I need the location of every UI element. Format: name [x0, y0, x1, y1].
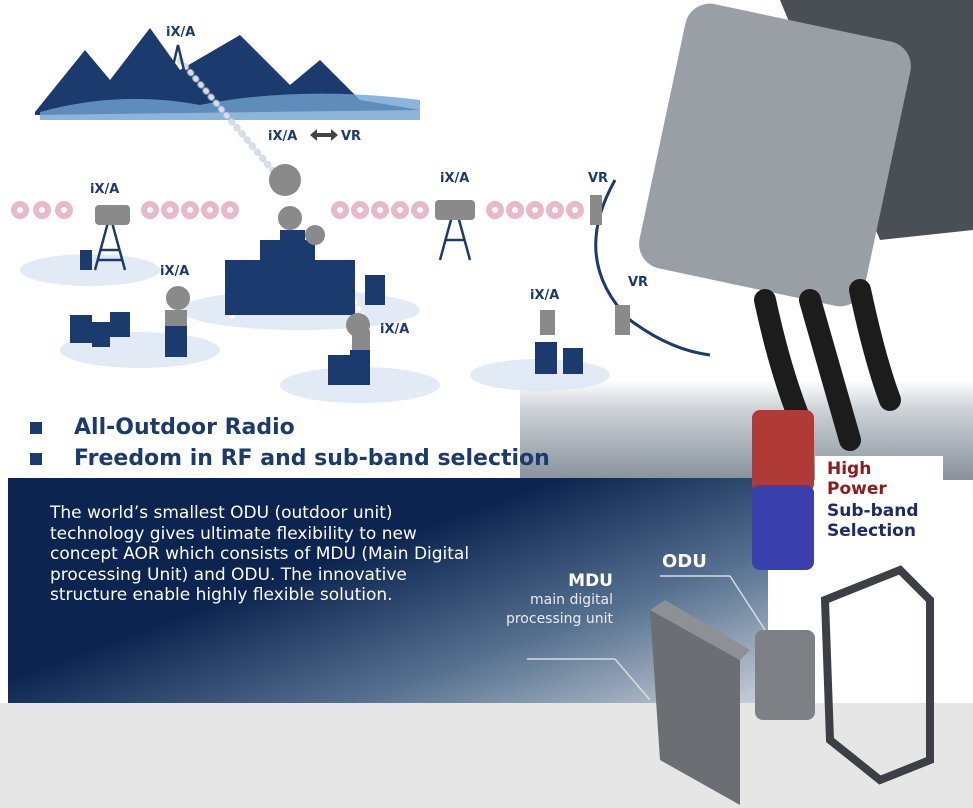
tower-icons — [93, 44, 472, 271]
label-hub-vr: VR — [341, 129, 361, 144]
odu-red — [752, 410, 814, 492]
odu-caption: ODU — [662, 551, 707, 572]
label-right-building-vr: VR — [628, 275, 648, 290]
radio-links — [11, 201, 584, 219]
label-right-vr: VR — [588, 171, 608, 186]
mdu-odu-hardware — [527, 565, 934, 805]
feature-list: All-Outdoor Radio Freedom in RF and sub-… — [30, 412, 550, 474]
label-left-building: iX/A — [160, 264, 189, 279]
mdu-subtitle: main digital processing unit — [505, 592, 613, 627]
description-band — [8, 478, 768, 703]
mdu-title: MDU — [568, 571, 613, 591]
odu-blue — [752, 485, 814, 570]
label-hub: iX/A — [268, 129, 297, 144]
bullet-square-icon — [30, 421, 42, 434]
radio-units — [95, 164, 630, 350]
mdu-caption: MDU main digital processing unit — [500, 572, 613, 629]
sub-band-tag: Sub-band Selection — [815, 498, 943, 544]
high-power-tag: High Power — [815, 456, 943, 502]
label-top-tower: iX/A — [166, 25, 195, 40]
bidirectional-arrow-icon — [310, 129, 338, 141]
label-middle-tower: iX/A — [440, 171, 469, 186]
bullet-square-icon — [30, 452, 42, 465]
mountains-illustration — [35, 28, 420, 120]
odu-photo-large — [639, 0, 973, 451]
description-text: The world’s smallest ODU (outdoor unit) … — [50, 503, 470, 605]
label-right-building: iX/A — [530, 288, 559, 303]
bottom-background — [0, 703, 973, 808]
feature-item: Freedom in RF and sub-band selection — [30, 443, 550, 474]
feature-item: All-Outdoor Radio — [30, 412, 550, 443]
label-left-tower: iX/A — [90, 182, 119, 197]
label-center-building: iX/A — [380, 322, 409, 337]
building-icons — [70, 230, 583, 385]
